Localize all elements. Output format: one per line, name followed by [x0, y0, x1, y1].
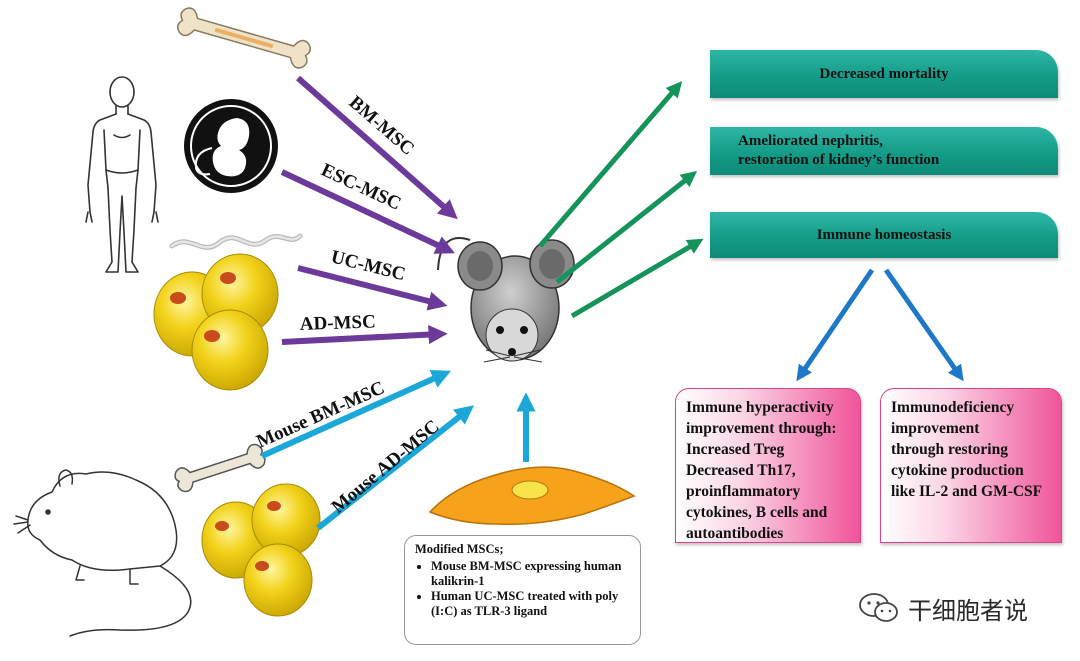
bone-icon	[176, 7, 312, 69]
mouse-source-arrows	[260, 369, 536, 531]
arrow-to-immunodeficiency	[883, 268, 964, 382]
outcome-arrows	[538, 81, 704, 319]
arrow-ad-msc	[281, 324, 448, 345]
modified-mscs-box: Modified MSCs; Mouse BM-MSC expressing h…	[404, 535, 641, 645]
label-ad-msc: AD-MSC	[299, 311, 376, 335]
watermark: 干细胞者说	[858, 588, 1058, 628]
arrow-mouse-ad-msc	[316, 405, 475, 531]
immunodeficiency-box: Immunodeficiency improvement through res…	[880, 388, 1062, 543]
outcome-immune-homeostasis: Immune homeostasis	[710, 212, 1058, 258]
modified-msc-item: Human UC-MSC treated with poly (I:C) as …	[431, 589, 630, 619]
modified-msc-cell-icon	[428, 466, 636, 526]
arrow-to-mortality	[538, 81, 683, 248]
label-mouse-bm-msc: Mouse BM-MSC	[253, 377, 387, 452]
umbilical-cord-icon	[169, 233, 303, 250]
modified-mscs-title: Modified MSCs;	[415, 542, 504, 556]
wechat-icon	[859, 593, 898, 622]
mouse-adipose-cells-icon	[201, 483, 321, 617]
mouse-icon	[437, 237, 575, 363]
outcome-ameliorated-nephritis: Ameliorated nephritis, restoration of ki…	[710, 127, 1058, 175]
adipose-cells-icon	[153, 253, 279, 391]
outcome-decreased-mortality: Decreased mortality	[710, 50, 1058, 98]
arrow-to-homeostasis	[570, 238, 704, 319]
arrow-esc-msc	[280, 169, 455, 254]
label-mouse-ad-msc: Mouse AD-MSC	[328, 416, 444, 518]
embryo-icon	[184, 99, 278, 193]
arrow-bm-msc	[296, 75, 458, 220]
human-figure-icon	[85, 76, 159, 273]
arrow-mouse-bm-msc	[260, 369, 452, 459]
rat-outline-icon	[13, 469, 192, 637]
mouse-bone-icon	[174, 443, 266, 493]
homeostasis-arrows	[796, 268, 964, 382]
modified-msc-item: Mouse BM-MSC expressing human kalikrin-1	[431, 559, 630, 589]
modified-mscs-list: Mouse BM-MSC expressing human kalikrin-1…	[415, 559, 630, 619]
human-source-arrows	[280, 75, 458, 345]
immune-hyperactivity-box: Immune hyperactivity improvement through…	[675, 388, 861, 543]
arrow-to-hyperactivity	[796, 268, 875, 382]
arrow-uc-msc	[297, 265, 448, 311]
watermark-text: 干细胞者说	[908, 596, 1028, 625]
arrow-to-nephritis	[555, 171, 698, 284]
